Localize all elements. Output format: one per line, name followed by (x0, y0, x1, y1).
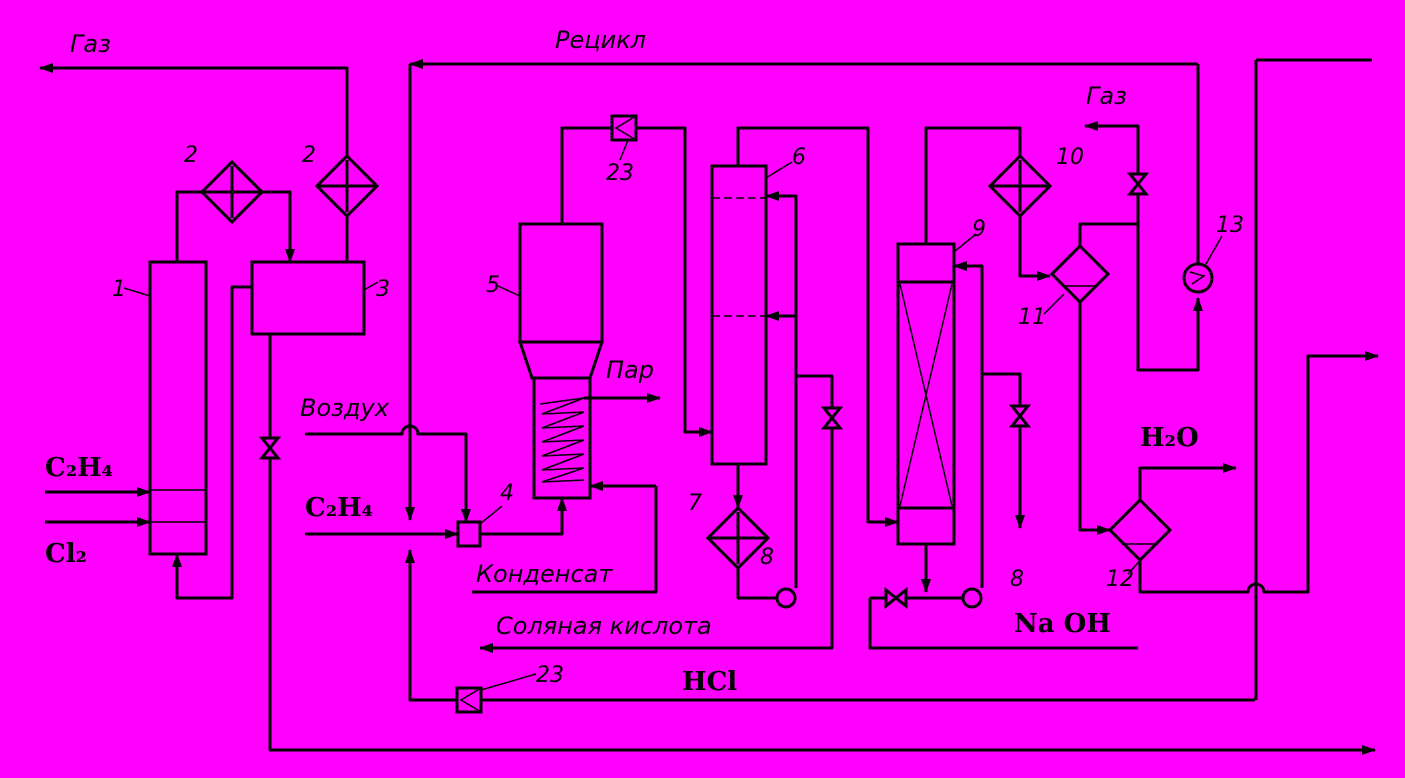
number-8b: 8 (1010, 567, 1024, 592)
number-2a: 2 (184, 143, 198, 168)
number-11: 11 (1018, 305, 1046, 330)
heat-exchanger-2b (314, 153, 380, 219)
separator-12 (1107, 497, 1173, 563)
heat-exchanger-2a (199, 159, 265, 225)
separator-3 (250, 260, 366, 336)
steam-label: Пар (606, 356, 654, 384)
heat-exchanger-7 (705, 505, 771, 571)
number-3: 3 (376, 277, 390, 302)
absorber-9 (896, 242, 956, 546)
reactor-5 (517, 222, 605, 500)
recycle-label: Рецикл (555, 26, 646, 54)
gas-outlet-label: Газ (70, 30, 111, 58)
naoh-label: Na OH (1014, 609, 1111, 639)
number-4: 4 (500, 481, 514, 506)
number-8a: 8 (760, 545, 774, 570)
valve (1008, 404, 1032, 428)
number-6: 6 (792, 145, 806, 170)
valve (1126, 172, 1150, 196)
number-12: 12 (1106, 567, 1134, 592)
number-23b: 23 (536, 663, 564, 688)
mixer-4 (456, 520, 482, 548)
valve (884, 586, 908, 610)
air-label: Воздух (300, 394, 390, 422)
column-1 (148, 260, 208, 556)
number-10: 10 (1056, 145, 1084, 170)
number-13: 13 (1216, 213, 1244, 238)
valve (820, 406, 844, 430)
pump-13 (1182, 262, 1214, 294)
condensate-label: Конденсат (476, 560, 613, 588)
chlorine-label: Cl₂ (45, 539, 87, 569)
number-1: 1 (112, 277, 126, 302)
ethylene-mid-label: C₂H₄ (305, 493, 373, 523)
number-23a: 23 (606, 161, 634, 186)
number-2b: 2 (302, 143, 316, 168)
pump-8b (961, 587, 983, 609)
number-7: 7 (688, 491, 702, 516)
ethylene-left-label: C₂H₄ (45, 453, 113, 483)
pump-8a (775, 587, 797, 609)
gas-right-label: Газ (1086, 82, 1127, 110)
column-6 (710, 164, 768, 466)
hydrochloric-acid-label: Соляная кислота (496, 612, 712, 640)
hcl-label: HCl (682, 667, 737, 697)
valve (258, 436, 282, 460)
water-label: H₂O (1140, 423, 1199, 453)
heat-exchanger-10 (987, 153, 1053, 219)
separator-11 (1049, 243, 1111, 305)
number-5: 5 (486, 273, 500, 298)
number-9: 9 (972, 217, 986, 242)
